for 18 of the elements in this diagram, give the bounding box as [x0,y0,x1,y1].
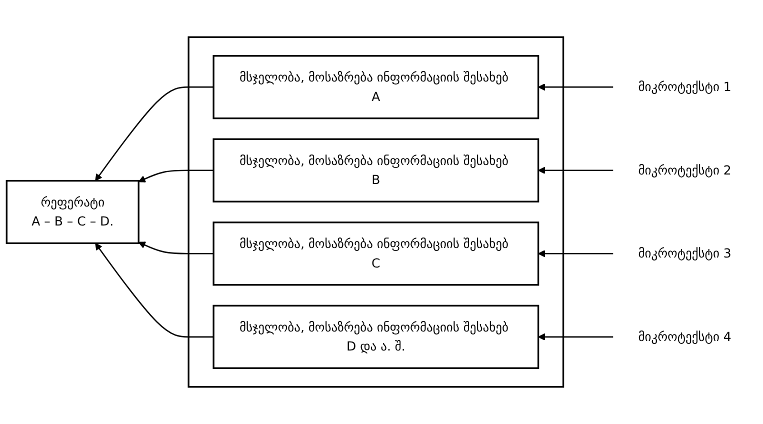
node-text: მიკროტექსტი 1 [638,79,732,94]
node-box: მსჯელობა, მოსაზრება ინფორმაციის შესახებ A [212,55,540,120]
cluster [188,36,564,388]
arrow [538,250,614,258]
arrow [538,333,614,341]
node-text: მიკროტექსტი 4 [638,329,732,344]
node-box: მსჯელობა, მოსაზრება ინფორმაციის შესახებ D და ა. შ. [212,304,540,369]
node-text: მიკროტექსტი 2 [638,162,732,178]
node-box: მსჯელობა, მოსაზრება ინფორმაციის შესახებ C [212,222,540,286]
node-box: მსჯელობა, მოსაზრება ინფორმაციის შესახებ B [212,138,540,202]
arrow [538,83,614,91]
node-box: რეფერატი A – B – C – D. [6,180,140,244]
arrow [138,242,214,254]
arrow [138,170,214,182]
node-text: მიკროტექსტი 3 [638,246,732,261]
arrow [95,86,214,182]
arrow [95,242,214,338]
arrow [538,166,614,174]
